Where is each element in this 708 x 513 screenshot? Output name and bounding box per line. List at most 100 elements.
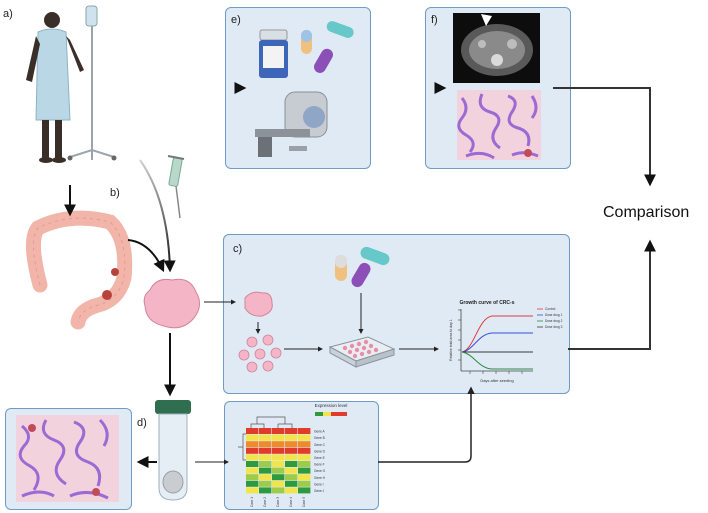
heatmap-row-label: Gene C (314, 443, 326, 447)
heatmap-cell (259, 454, 272, 461)
heatmap-row-label: Gene G (314, 469, 326, 473)
sample-tube-icon (155, 400, 191, 501)
heatmap-row-label: Gene A (314, 430, 326, 434)
legend-dose-3: Dose drug 3 (545, 325, 563, 329)
heatmap-cell (246, 487, 259, 494)
heatmap-cell (246, 434, 259, 441)
label-d: d) (137, 417, 147, 429)
heatmap-cell (285, 487, 298, 494)
label-b: b) (110, 187, 120, 199)
heatmap-cell (285, 447, 298, 454)
legend-dose-2: Dose drug 2 (545, 319, 563, 323)
heatmap-cell (285, 428, 298, 434)
heatmap-cell (285, 434, 298, 441)
heatmap-cell (272, 447, 285, 454)
heatmap-row-label: Gene D (314, 449, 326, 453)
label-a: a) (3, 8, 13, 20)
heatmap-cell (259, 447, 272, 454)
heatmap-cell (272, 480, 285, 487)
heatmap-cell (246, 480, 259, 487)
heatmap-cell (259, 428, 272, 434)
growth-chart-legend: Control Dose drug 1 Dose drug 2 Dose dru… (537, 307, 563, 329)
heatmap-cell (298, 480, 311, 487)
heatmap-row-label: Gene H (314, 476, 326, 480)
heatmap-cell (259, 467, 272, 474)
legend-dose-1: Dose drug 1 (545, 313, 563, 317)
heatmap-cell (298, 441, 311, 448)
heatmap-cell (285, 480, 298, 487)
heatmap-cell (272, 428, 285, 434)
heatmap-cell (285, 474, 298, 481)
heatmap-cell (272, 474, 285, 481)
heatmap-cell (298, 447, 311, 454)
heatmap: Gene A Gene B Gene C Gene D Gene E Gene F Gene… (238, 403, 347, 507)
heatmap-cell (246, 441, 259, 448)
growth-chart: Growth curve of CRC-s Days after seeding… (449, 300, 563, 383)
organoid-cluster-icon (238, 334, 282, 373)
heatmap-cell (246, 474, 259, 481)
drug-bottle-icon (259, 29, 288, 78)
growth-chart-title: Growth curve of CRC-s (459, 300, 514, 306)
heatmap-row-label: Gene B (314, 436, 325, 440)
heatmap-legend-title: Expression level (315, 403, 348, 408)
series-dose-2 (461, 351, 533, 370)
comparison-label: Comparison (603, 204, 690, 221)
flow-arrows-small (195, 293, 475, 465)
heatmap-cell (285, 461, 298, 467)
label-c: c) (233, 243, 243, 255)
heatmap-cell (246, 467, 259, 474)
histology-tissue-f (457, 90, 541, 160)
heatmap-cell (272, 487, 285, 494)
ct-scan-image (453, 13, 540, 83)
heatmap-cell (246, 428, 259, 434)
heatmap-cell (298, 467, 311, 474)
label-e: e) (231, 14, 241, 26)
heatmap-cell (298, 487, 311, 494)
heatmap-cell (285, 467, 298, 474)
heatmap-cell (259, 461, 272, 467)
heatmap-cell (259, 480, 272, 487)
heatmap-cell (272, 434, 285, 441)
series-control (461, 315, 533, 353)
well-plate-icon (328, 336, 396, 368)
heatmap-cell (272, 467, 285, 474)
organoid-icon (244, 291, 273, 317)
heatmap-col-label: Case 1 (250, 497, 254, 507)
heatmap-cell (259, 441, 272, 448)
legend-control: Control (545, 307, 556, 311)
panel-c-drug-screen (223, 234, 570, 394)
growth-chart-xlabel: Days after seeding (480, 378, 513, 383)
heatmap-cell (285, 454, 298, 461)
flow-arrows (64, 82, 656, 468)
heatmap-cell (259, 474, 272, 481)
capsules-icon-c (335, 246, 390, 288)
patient-illustration (26, 5, 117, 163)
heatmap-cell (246, 461, 259, 467)
colon-illustration (26, 210, 133, 330)
heatmap-col-label: Case 3 (276, 497, 280, 507)
heatmap-row-label: Gene E (314, 456, 325, 460)
heatmap-cell (272, 461, 285, 467)
heatmap-cell (272, 441, 285, 448)
tumor-tissue-icon (143, 278, 200, 329)
heatmap-cell (246, 447, 259, 454)
heatmap-cell (298, 454, 311, 461)
heatmap-cell (298, 428, 311, 434)
heatmap-row-label: Gene J (314, 489, 325, 493)
heatmap-col-label: Case 4 (289, 497, 293, 507)
label-f: f) (431, 14, 438, 26)
heatmap-cell (246, 454, 259, 461)
capsules-icon (301, 21, 354, 73)
heatmap-col-label: Case 5 (302, 497, 306, 507)
heatmap-row-label: Gene I (314, 482, 324, 486)
series-dose-1 (461, 332, 533, 353)
radiotherapy-machine-icon (255, 91, 328, 157)
heatmap-cell (298, 434, 311, 441)
heatmap-cell (298, 474, 311, 481)
growth-chart-ylabel: Relative total area to day 1 (449, 319, 453, 361)
heatmap-row-label: Gene F (314, 463, 325, 467)
heatmap-cell (259, 434, 272, 441)
heatmap-col-label: Case 2 (263, 497, 267, 507)
